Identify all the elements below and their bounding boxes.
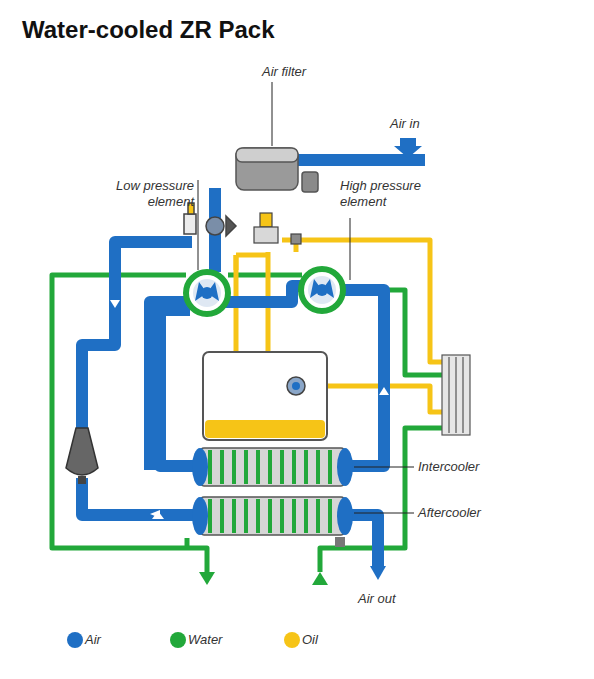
low-pressure-element [186,272,228,314]
intercooler [192,448,353,486]
air-filter-part [302,172,318,192]
air-pipes-part [342,290,384,466]
oil-filter-part [291,234,301,244]
oil-pipes-part [282,240,442,362]
legend-text: Air [85,632,101,648]
water-pipes-part [342,290,442,375]
leader-lines-part [198,180,199,270]
oil-sump-part [287,377,305,395]
high-pressure-element-part [301,269,343,311]
legend-text: Water [188,632,222,648]
low-pressure-element-part [201,287,213,299]
oil-cooler-part [462,357,463,433]
part-label: Air filter [262,64,352,80]
aftercooler-part [335,537,345,547]
inlet-valve-part [226,216,236,236]
high-pressure-element [301,269,343,311]
low-pressure-element-part [186,272,228,314]
oil-cooler [442,355,470,435]
air-pipes-part [82,242,192,440]
water-separator-part [66,428,98,475]
part-label: Low pressure element [80,178,194,210]
intercooler-part [337,448,353,486]
pipe-arrows [110,300,389,519]
flow-arrows-part [394,138,422,158]
intercooler-part [210,450,330,484]
inlet-valve-part [206,217,224,235]
oil-sump-part [203,352,327,440]
leader-lines-part [272,82,273,146]
air-pipes [82,160,425,568]
water-pipes-part [228,273,302,278]
air-filter [236,148,318,192]
leader-lines-part [354,467,414,468]
aftercooler-part [200,497,345,535]
air-filter-part [236,148,298,190]
oil-cooler-part [455,357,456,433]
leader-lines-part [350,218,351,280]
oil-filter-part [260,213,272,227]
drain-arrows-part [312,572,328,585]
pipe-arrows-part [152,511,164,519]
part-label: Aftercooler [418,505,518,521]
flow-arrows-part [370,566,386,580]
aftercooler-part [337,497,353,535]
oil-sump-part [292,382,300,390]
low-pressure-element-part [193,279,221,307]
legend-swatch [170,632,186,648]
aftercooler-part [192,497,208,535]
oil-sump-part [205,420,325,438]
oil-pipes-part [236,253,268,258]
inlet-valve-part [184,214,196,234]
oil-filter [254,213,301,244]
air-pipes-part [160,310,200,466]
high-pressure-element-part [310,279,334,298]
pipe-arrows-part [110,300,120,308]
water-pipes-part [185,538,190,548]
water-separator-part [78,476,86,484]
legend-text: Oil [302,632,318,648]
intercooler-part [200,448,345,486]
aftercooler-part [210,499,330,533]
part-label: Air in [390,116,470,132]
oil-filter-part [254,227,278,243]
high-pressure-element-part [316,284,328,296]
legend-swatch [284,632,300,648]
part-label: Air out [358,591,438,607]
intercooler-part [192,448,208,486]
air-pipes-part [82,478,200,515]
oil-sump [203,352,327,440]
high-pressure-element-part [308,276,336,304]
leader-lines [198,82,414,513]
water-separator [66,428,98,484]
legend-swatch [67,632,83,648]
leader-lines-part [354,513,414,514]
diagram-title: Water-cooled ZR Pack [22,16,275,44]
air-filter-part [236,148,298,162]
oil-pipes-part [234,255,239,270]
part-label: Intercooler [418,459,518,475]
drain-arrows [199,572,328,585]
part-label: High pressure element [340,178,450,210]
water-pipes-part [52,275,207,572]
low-pressure-element-part [195,282,219,301]
aftercooler [192,497,353,547]
oil-cooler-part [442,355,470,435]
drain-arrows-part [199,572,215,585]
pipe-arrows-part [379,387,389,395]
oil-cooler-part [448,357,449,433]
